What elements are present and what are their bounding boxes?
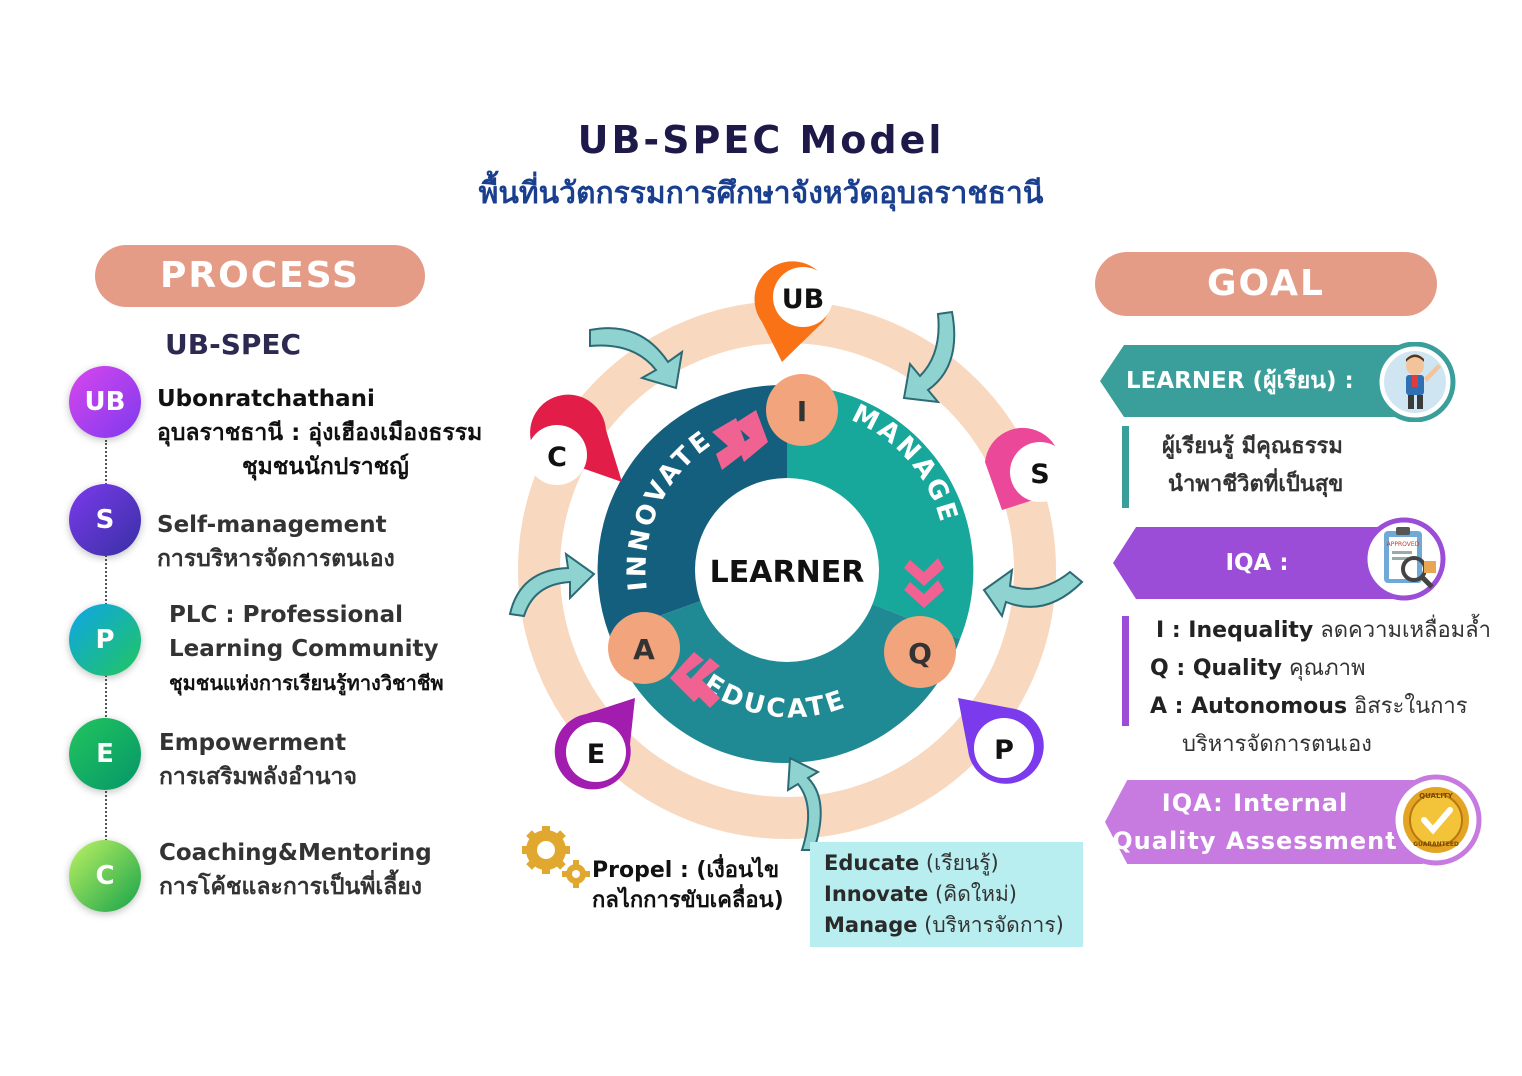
propel-label: Propel : (เงื่อนไข กลไกการขับเคลื่อน) xyxy=(592,856,784,916)
curved-arrow-icon-left xyxy=(508,551,596,618)
step-ub-line1: Ubonratchathani xyxy=(157,386,375,412)
chevron-icon-educate xyxy=(670,652,720,708)
step-c-line1: Coaching&Mentoring xyxy=(159,840,432,866)
step-ub-line3: ชุมชนนักปราชญ์ xyxy=(242,454,409,480)
pin-c: C xyxy=(527,394,622,485)
step-e-text: Empowerment การเสริมพลังอำนาจ xyxy=(159,726,357,794)
chevron-icon-innovate xyxy=(712,410,768,470)
propel-manage-th: (บริหารจัดการ) xyxy=(924,913,1064,937)
iqa-list: I : Inequality ลดความเหลื่อมล้ำ Q : Qual… xyxy=(1150,612,1491,764)
pin-e-label: E xyxy=(587,739,605,770)
iqa-item-q-key: Q : Quality xyxy=(1150,656,1282,681)
approved-label: APPROVED xyxy=(1387,541,1420,548)
badge-top-label: QUALITY xyxy=(1419,792,1454,800)
step-p-line3: ชุมชนแห่งการเรียนรู้ทางวิชาชีพ xyxy=(169,671,444,695)
iqa-item-a-desc: อิสระในการ xyxy=(1354,694,1468,719)
curved-arrow-icon-right xyxy=(982,567,1084,619)
assessment-line2: Quality Assessment xyxy=(1112,827,1398,855)
curved-arrow-icon-topright xyxy=(902,310,956,404)
propel-manage: Manage (บริหารจัดการ) xyxy=(824,910,1069,941)
step-c-text: Coaching&Mentoring การโค้ชและการเป็นพี่เ… xyxy=(159,836,432,904)
pin-e: E xyxy=(554,698,635,790)
step-ub-line2: อุบลราชธานี : อุ่งเฮืองเมืองธรรม xyxy=(157,420,483,446)
center-label: LEARNER xyxy=(710,555,865,590)
step-s-line2: การบริหารจัดการตนเอง xyxy=(157,546,395,572)
learner-line2: นำพาชีวิตที่เป็นสุข xyxy=(1168,472,1344,497)
propel-educate: Educate (เรียนรู้) xyxy=(824,848,1069,879)
propel-line2: กลไกการขับเคลื่อน) xyxy=(592,888,784,913)
propel-innovate: Innovate (คิดใหม่) xyxy=(824,879,1069,910)
step-p-line1: PLC : Professional xyxy=(169,602,404,628)
pin-s: S xyxy=(985,427,1070,510)
propel-line1: Propel : (เงื่อนไข xyxy=(592,858,780,883)
cycle-diagram: LEARNER INNOVATE MANAGE EDUCATE I Q A UB… xyxy=(508,261,1084,851)
learner-banner: LEARNER (ผู้เรียน) : xyxy=(1100,345,1400,417)
curved-arrow-icon-topleft xyxy=(589,327,684,390)
process-heading: PROCESS xyxy=(95,245,425,307)
iqa-item-i-desc: ลดความเหลื่อมล้ำ xyxy=(1320,618,1492,643)
node-q xyxy=(884,616,956,688)
goal-heading: GOAL xyxy=(1095,252,1437,316)
process-subheading: UB-SPEC xyxy=(165,328,302,361)
step-ub-text: Ubonratchathani อุบลราชธานี : อุ่งเฮืองเ… xyxy=(157,382,482,484)
step-badge-c: C xyxy=(69,840,141,912)
node-q-label: Q xyxy=(908,637,932,670)
pin-p: P xyxy=(958,698,1044,784)
propel-educate-en: Educate xyxy=(824,851,920,875)
step-badge-e: E xyxy=(69,718,141,790)
assessment-text: IQA: Internal Quality Assessment xyxy=(1105,784,1405,860)
iqa-bar xyxy=(1122,616,1129,726)
propel-manage-en: Manage xyxy=(824,913,918,937)
center-circle xyxy=(695,478,879,662)
pin-ub-label: UB xyxy=(782,284,825,315)
quality-badge-icon: QUALITY GUARANTEED xyxy=(1390,774,1482,866)
curved-arrow-icon-bottom xyxy=(786,756,822,851)
iqa-item-a: A : Autonomous อิสระในการ xyxy=(1150,688,1491,726)
learner-bar xyxy=(1122,426,1129,508)
pin-c-label: C xyxy=(547,442,567,473)
learner-line1: ผู้เรียนรู้ มีคุณธรรม xyxy=(1162,434,1343,459)
assessment-banner xyxy=(1105,780,1423,864)
step-e-line2: การเสริมพลังอำนาจ xyxy=(159,764,357,790)
step-s-line1: Self-management xyxy=(157,512,387,538)
node-i xyxy=(766,374,838,446)
step-p-line2: Learning Community xyxy=(169,636,439,662)
segment-educate xyxy=(609,570,960,764)
step-badge-p: P xyxy=(69,604,141,676)
node-a-label: A xyxy=(633,633,655,666)
step-badge-ub: UB xyxy=(69,366,141,438)
badge-bottom-label: GUARANTEED xyxy=(1413,841,1459,848)
node-a xyxy=(608,612,680,684)
step-c-line2: การโค้ชและการเป็นพี่เลี้ยง xyxy=(159,874,423,900)
iqa-banner: IQA : xyxy=(1113,527,1401,599)
page-title: UB-SPEC Model xyxy=(577,118,945,162)
pin-s-label: S xyxy=(1030,459,1049,490)
propel-innovate-en: Innovate xyxy=(824,882,929,906)
assessment-line1: IQA: Internal xyxy=(1161,789,1349,817)
iqa-item-i: I : Inequality ลดความเหลื่อมล้ำ xyxy=(1150,612,1491,650)
iqa-item-q: Q : Quality คุณภาพ xyxy=(1150,650,1491,688)
page-subtitle: พื้นที่นวัตกรรมการศึกษาจังหวัดอุบลราชธาน… xyxy=(478,176,1044,211)
pin-p-label: P xyxy=(994,735,1014,766)
iqa-item-q-desc: คุณภาพ xyxy=(1288,656,1366,681)
pin-ub: UB xyxy=(754,261,833,362)
step-badge-s: S xyxy=(69,484,141,556)
chevron-icon-manage xyxy=(904,558,944,608)
student-icon xyxy=(1374,342,1456,422)
iqa-item-i-key: I : Inequality xyxy=(1156,618,1314,643)
propel-educate-th: (เรียนรู้) xyxy=(925,851,999,875)
iqa-item-a-key: A : Autonomous xyxy=(1150,694,1348,719)
propel-innovate-th: (คิดใหม่) xyxy=(934,882,1017,906)
node-i-label: I xyxy=(797,395,807,428)
iqa-item-a-cont: บริหารจัดการตนเอง xyxy=(1182,732,1372,757)
learner-description: ผู้เรียนรู้ มีคุณธรรม นำพาชีวิตที่เป็นสุ… xyxy=(1162,428,1343,504)
step-p-text: PLC : Professional Learning Community ชุ… xyxy=(169,598,444,700)
propel-items: Educate (เรียนรู้) Innovate (คิดใหม่) Ma… xyxy=(810,842,1083,947)
step-s-text: Self-management การบริหารจัดการตนเอง xyxy=(157,508,395,576)
gear-icon xyxy=(522,826,590,888)
step-e-line1: Empowerment xyxy=(159,730,347,756)
clipboard-icon: APPROVED xyxy=(1362,517,1446,601)
